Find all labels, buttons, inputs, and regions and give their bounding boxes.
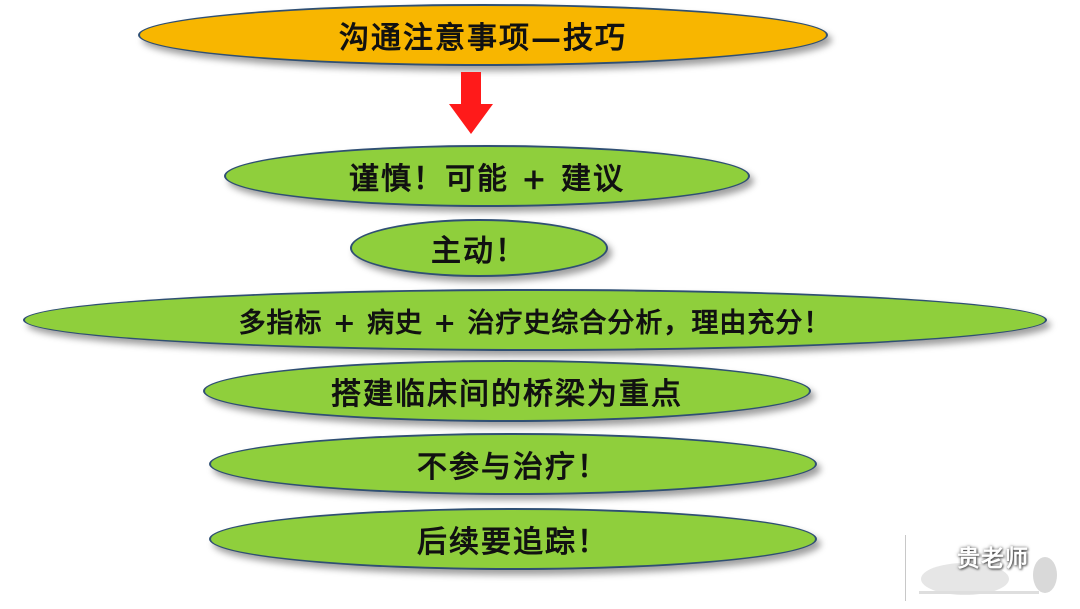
item-text-1: 谨慎！可能 + 建议 [348,162,626,197]
item-text-3: 多指标 + 病史 + 治疗史综合分析，理由充分！ [238,307,832,339]
watermark-label: 贵老师 [957,546,1029,572]
item-oval-2: 主动！ [350,219,608,277]
wechat-chat-icon [923,544,952,565]
item-oval-1: 谨慎！可能 + 建议 [224,145,750,207]
item-text-4: 搭建临床间的桥梁为重点 [331,377,683,412]
item-oval-5: 不参与治疗！ [209,433,817,495]
item-text-6: 后续要追踪！ [417,525,609,560]
item-oval-6: 后续要追踪！ [209,508,817,570]
item-oval-3: 多指标 + 病史 + 治疗史综合分析，理由充分！ [23,289,1047,351]
item-text-2: 主动！ [431,234,527,269]
title-oval: 沟通注意事项—技巧 [138,4,828,66]
watermark-logo [905,535,1057,601]
watermark: 贵老师 [905,533,1075,603]
item-text-5: 不参与治疗！ [417,450,609,485]
down-arrow-icon [449,72,493,134]
item-oval-4: 搭建临床间的桥梁为重点 [203,360,811,422]
title-text: 沟通注意事项—技巧 [339,21,627,56]
